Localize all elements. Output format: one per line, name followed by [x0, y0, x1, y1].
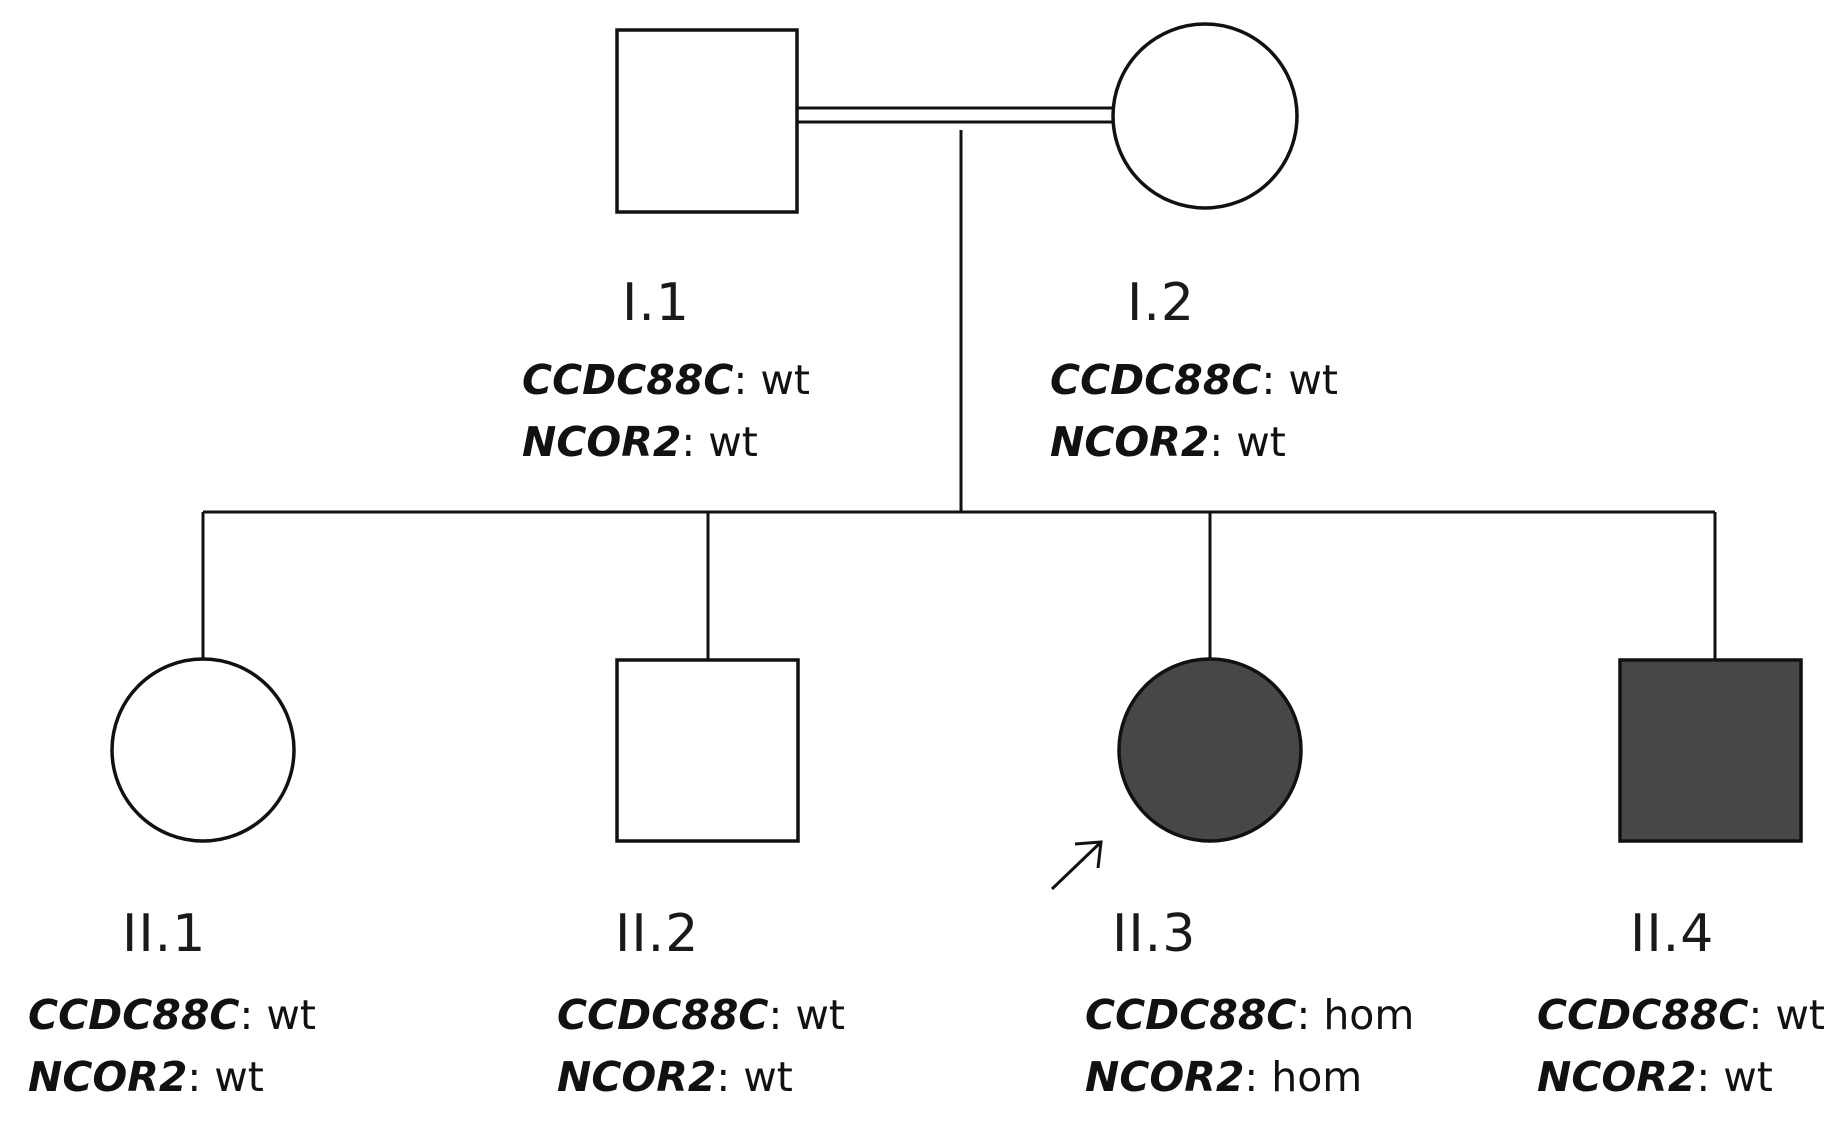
gene-name: CCDC88C	[1537, 991, 1749, 1039]
genotype-ii3-ncor2: NCOR2: hom	[1085, 1053, 1363, 1101]
genotype-status: hom	[1323, 991, 1415, 1039]
individual-id-ii1: II.1	[122, 904, 207, 964]
male-symbol-ii2	[615, 658, 800, 843]
individual-id-ii4: II.4	[1630, 904, 1715, 964]
individual-id-ii3: II.3	[1112, 904, 1197, 964]
genotype-status: wt	[760, 356, 810, 404]
genotype-status: wt	[795, 991, 845, 1039]
genotype-ii2-ccdc88c: CCDC88C: wt	[557, 991, 845, 1039]
genotype-ii3-ccdc88c: CCDC88C: hom	[1085, 991, 1415, 1039]
genotype-ii1-ncor2: NCOR2: wt	[28, 1053, 264, 1101]
genotype-i2-ncor2: NCOR2: wt	[1050, 418, 1286, 466]
genotype-status: wt	[708, 418, 758, 466]
genotype-ii2-ncor2: NCOR2: wt	[557, 1053, 793, 1101]
female-symbol-i2	[1111, 22, 1299, 210]
gene-name: NCOR2	[1085, 1053, 1245, 1101]
genotype-status: wt	[1288, 356, 1338, 404]
gene-name: CCDC88C	[522, 356, 734, 404]
genotype-status: wt	[214, 1053, 264, 1101]
gene-name: CCDC88C	[1050, 356, 1262, 404]
individual-id-i2: I.2	[1127, 273, 1195, 333]
genotype-i2-ccdc88c: CCDC88C: wt	[1050, 356, 1338, 404]
gene-name: NCOR2	[1537, 1053, 1697, 1101]
male-symbol-ii4-affected	[1618, 658, 1803, 843]
gene-name: CCDC88C	[557, 991, 769, 1039]
gene-name: CCDC88C	[1085, 991, 1297, 1039]
female-symbol-ii3-affected	[1117, 657, 1303, 843]
gene-name: CCDC88C	[28, 991, 240, 1039]
genotype-i1-ccdc88c: CCDC88C: wt	[522, 356, 810, 404]
gene-name: NCOR2	[1050, 418, 1210, 466]
genotype-status: wt	[743, 1053, 793, 1101]
genotype-i1-ncor2: NCOR2: wt	[522, 418, 758, 466]
proband-arrow-icon	[1050, 840, 1103, 891]
gene-name: NCOR2	[557, 1053, 717, 1101]
gene-name: NCOR2	[522, 418, 682, 466]
genotype-status: wt	[1723, 1053, 1773, 1101]
genotype-status: hom	[1271, 1053, 1363, 1101]
male-symbol-i1	[615, 28, 799, 214]
female-symbol-ii1	[110, 657, 296, 843]
individual-id-ii2: II.2	[615, 904, 700, 964]
genotype-ii1-ccdc88c: CCDC88C: wt	[28, 991, 316, 1039]
genotype-status: wt	[266, 991, 316, 1039]
individual-id-i1: I.1	[622, 273, 690, 333]
genotype-ii4-ccdc88c: CCDC88C: wt	[1537, 991, 1824, 1039]
genotype-ii4-ncor2: NCOR2: wt	[1537, 1053, 1773, 1101]
gene-name: NCOR2	[28, 1053, 188, 1101]
genotype-status: wt	[1236, 418, 1286, 466]
genotype-status: wt	[1775, 991, 1824, 1039]
